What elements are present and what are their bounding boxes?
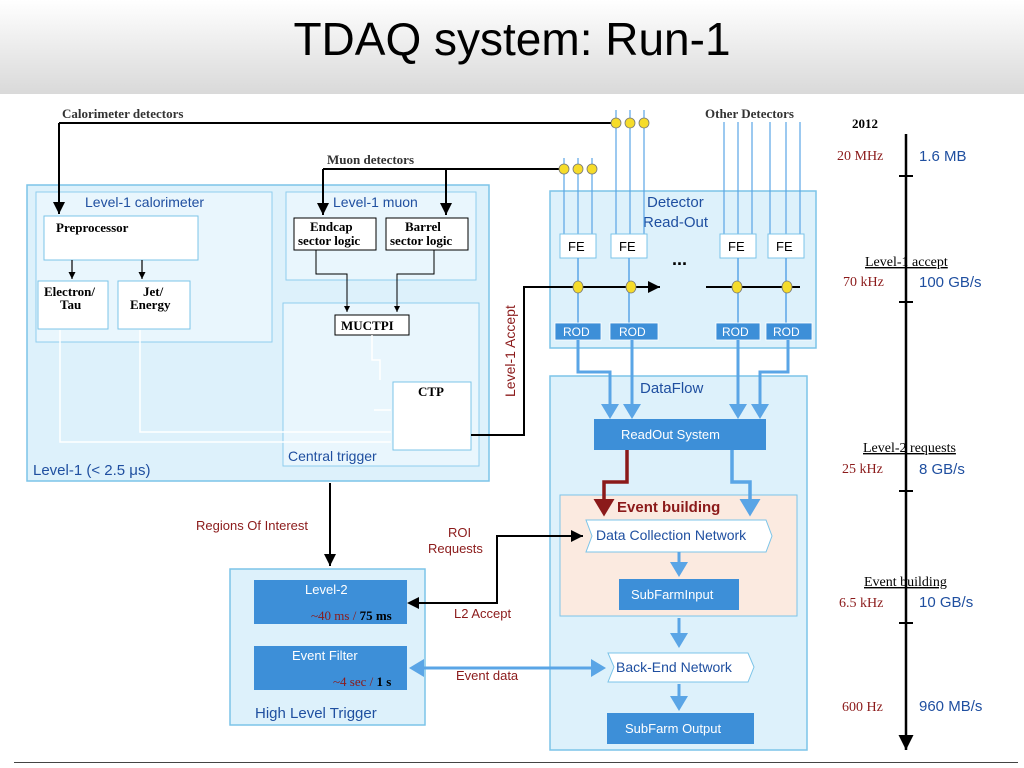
stage-title-2: Level-2 requests [863, 441, 956, 456]
level2-box [254, 580, 407, 624]
rate-4: 600 Hz [842, 700, 883, 715]
subfarm-output-box [607, 713, 754, 744]
bandwidth-0: 1.6 MB [919, 148, 967, 165]
requests-label: Requests [428, 541, 483, 556]
subfarm-input-box [619, 579, 739, 610]
event-filter-label: Event Filter [292, 648, 358, 663]
rate-ticks [899, 175, 913, 624]
fe-label-1: FE [568, 239, 585, 254]
rate-3: 6.5 kHz [839, 596, 883, 611]
rate-0: 20 MHz [837, 149, 883, 164]
level2-time: ~40 ms / 75 ms [311, 608, 392, 623]
level1-calorimeter-label: Level-1 calorimeter [85, 194, 204, 210]
level1-muon-label: Level-1 muon [333, 194, 418, 210]
page-title: TDAQ system: Run-1 [293, 13, 731, 65]
electron-label: Electron/ [44, 284, 95, 299]
jet-energy-box [117, 280, 191, 330]
rod-label-3: ROD [722, 325, 749, 339]
barrel-sector-label: sector logic [390, 233, 452, 248]
subfarm-input-label: SubFarmInput [631, 587, 714, 602]
fe-ellipsis: ... [672, 249, 687, 269]
detector-readout-label-2: Read-Out [643, 214, 709, 231]
backend-network-box [607, 652, 755, 683]
barrel-label: Barrel [405, 219, 441, 234]
muon-detectors-label: Muon detectors [327, 152, 414, 167]
stage-title-1: Level-1 accept [865, 255, 948, 270]
level1-connectors [53, 122, 612, 443]
dataflow-label: DataFlow [640, 380, 704, 397]
ros-to-dcn-blue [730, 450, 761, 517]
level1-label: Level-1 (< 2.5 μs) [33, 462, 150, 479]
footer-line [14, 762, 1018, 763]
event-data-label: Event data [456, 668, 519, 683]
preprocessor-box [43, 215, 199, 261]
energy-label: Energy [130, 297, 171, 312]
event-filter-box [254, 646, 407, 690]
readout-system-label: ReadOut System [621, 427, 720, 442]
level2-label: Level-2 [305, 582, 348, 597]
other-detectors-label: Other Detectors [705, 106, 794, 121]
fe-label-4: FE [776, 239, 793, 254]
ctp-box [392, 381, 472, 451]
barrel-sector-logic-box [385, 217, 469, 251]
bandwidth-4: 960 MB/s [919, 698, 982, 715]
subfarm-output-label: SubFarm Output [625, 721, 721, 736]
muctpi-label: MUCTPI [341, 318, 394, 333]
regions-of-interest-label: Regions Of Interest [196, 518, 308, 533]
calorimeter-detectors-label: Calorimeter detectors [62, 106, 183, 121]
detector-readout-label-1: Detector [647, 194, 704, 211]
detector-readout-box [549, 190, 817, 349]
high-level-trigger-label: High Level Trigger [255, 705, 377, 722]
data-collection-network-label: Data Collection Network [596, 527, 747, 543]
bandwidth-3: 10 GB/s [919, 594, 973, 611]
readout-system-box [594, 419, 766, 450]
bandwidth-2: 8 GB/s [919, 461, 965, 478]
rod-label-1: ROD [563, 325, 590, 339]
tau-label: Tau [60, 297, 81, 312]
roi-request-path [407, 530, 583, 609]
endcap-label: Endcap [310, 219, 353, 234]
fe-boxes [559, 233, 805, 259]
level1-accept-label: Level-1 Accept [502, 305, 518, 397]
electron-tau-box [37, 280, 109, 330]
bandwidth-1: 100 GB/s [919, 274, 982, 291]
roi-label: ROI [448, 525, 471, 540]
title-bar: TDAQ system: Run-1 [0, 0, 1024, 94]
central-trigger-label: Central trigger [288, 448, 377, 464]
ros-to-dcn-red [593, 450, 629, 517]
preprocessor-label: Preprocessor [56, 220, 129, 235]
ctp-label: CTP [418, 384, 444, 399]
event-filter-time: ~4 sec / 1 s [333, 674, 391, 689]
stage-title-3: Event building [864, 575, 947, 590]
backend-network-label: Back-End Network [616, 659, 733, 675]
rod-label-2: ROD [619, 325, 646, 339]
jet-label: Jet/ [143, 284, 164, 299]
endcap-sector-logic-box [293, 217, 377, 251]
event-building-label: Event building [617, 499, 720, 516]
rates-year: 2012 [852, 116, 878, 131]
l2-accept-label: L2 Accept [454, 606, 511, 621]
fe-label-3: FE [728, 239, 745, 254]
rate-2: 25 kHz [842, 462, 883, 477]
rate-1: 70 kHz [843, 275, 884, 290]
endcap-sector-label: sector logic [298, 233, 360, 248]
rod-label-4: ROD [773, 325, 800, 339]
detector-tap-dots [558, 117, 650, 175]
fe-label-2: FE [619, 239, 636, 254]
rod-to-ros-lines [576, 340, 790, 419]
detector-input-lines [563, 110, 801, 234]
data-collection-network-box [585, 519, 773, 553]
accept-tap-dots [572, 280, 793, 294]
